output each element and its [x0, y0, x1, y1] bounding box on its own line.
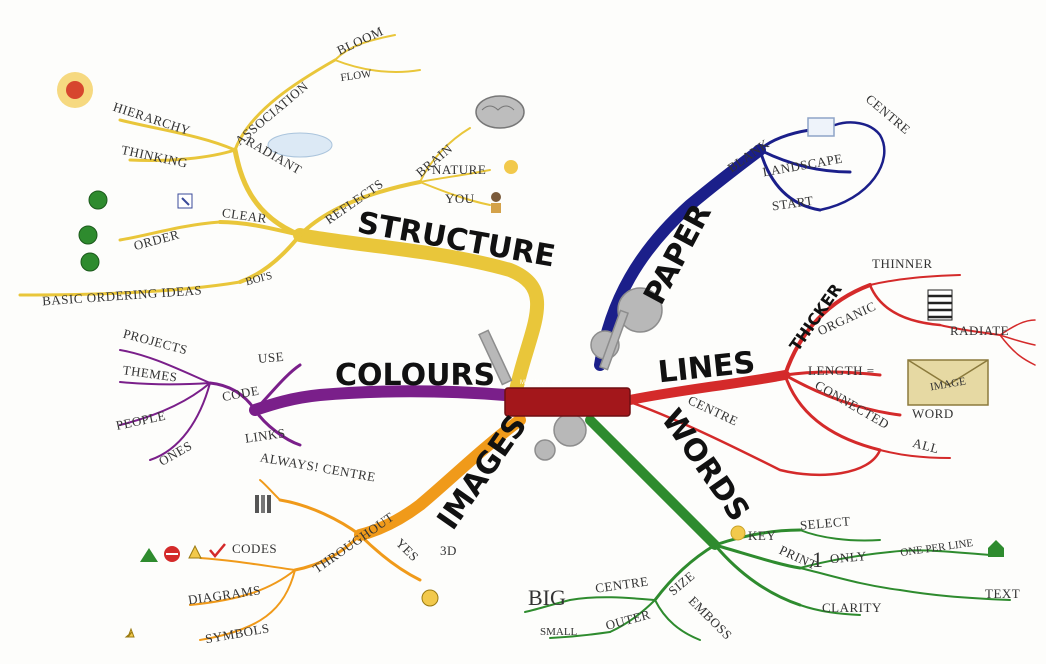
central-book — [504, 387, 631, 417]
smiley-icon — [421, 589, 439, 607]
label-one-per-line: ONE PER LINE — [900, 537, 975, 559]
label-diagrams: DIAGRAMS — [187, 582, 262, 607]
check-icon — [209, 543, 226, 558]
label-thinner: THINNER — [872, 256, 933, 271]
label-basic-ordering-ideas: BASIC ORDERING IDEAS — [42, 282, 203, 308]
branch-images — [189, 414, 526, 641]
label-select: SELECT — [799, 513, 851, 532]
label-throughout: THROUGHOUT — [310, 509, 397, 576]
label-bloom: BLOOM — [334, 23, 385, 57]
books-icon — [255, 495, 271, 513]
label-outer: OUTER — [604, 607, 652, 633]
warning-icon — [188, 544, 202, 559]
zebra-icon — [927, 289, 953, 321]
label-centre-words: CENTRE — [594, 573, 649, 595]
envelope-icon — [907, 359, 989, 406]
label-you: YOU — [445, 191, 475, 206]
central-title: Mind Map Laws — [520, 380, 562, 386]
label-small: SMALL — [540, 626, 578, 638]
branch-colours — [119, 349, 511, 461]
label-word: WORD — [912, 406, 954, 421]
label-symbols: SYMBOLS — [204, 620, 271, 646]
label-links: LINKS — [244, 425, 286, 446]
stop-icon — [164, 546, 180, 562]
cloud-icon — [267, 132, 333, 158]
label-nature: NATURE — [432, 162, 486, 177]
label-3d: 3D — [440, 543, 457, 558]
label-text: TEXT — [985, 586, 1020, 601]
label-bois: BOI'S — [244, 270, 273, 289]
label-clarity: CLARITY — [822, 600, 882, 615]
green-ball-icon — [78, 190, 108, 272]
label-order: ORDER — [132, 227, 181, 254]
label-length: LENGTH = — [808, 363, 875, 378]
label-codes: CODES — [232, 541, 277, 556]
label-radiate: RADIATE — [950, 323, 1009, 338]
house-icon — [988, 540, 1004, 557]
label-clear: CLEAR — [221, 205, 268, 226]
label-big: BIG — [528, 585, 566, 610]
star-icon — [124, 627, 135, 638]
sun-icon — [504, 160, 518, 174]
sun-flare-icon — [57, 72, 93, 108]
branch-structure — [18, 34, 545, 402]
label-code: CODE — [221, 383, 260, 404]
label-use: USE — [257, 349, 284, 366]
label-key: KEY — [748, 528, 776, 543]
label-one: 1 — [812, 547, 823, 572]
bulb-icon — [730, 525, 746, 541]
label-always-centre: ALWAYS! CENTRE — [259, 449, 377, 484]
branch-paper — [594, 121, 886, 371]
label-ones: ONES — [156, 438, 195, 469]
tree-icon — [140, 548, 158, 562]
label-connected: CONNECTED — [813, 377, 893, 432]
label-yes: YES — [393, 535, 422, 564]
pointer-icon — [177, 193, 193, 209]
label-people: PEOPLE — [115, 408, 168, 433]
central-image: Mind Map Laws — [478, 287, 663, 461]
heading-words: WORDS — [654, 403, 756, 528]
label-hierarchy: HIERARCHY — [111, 99, 192, 138]
label-start: START — [771, 193, 815, 214]
label-emboss: EMBOSS — [686, 593, 736, 643]
label-size: SIZE — [665, 568, 697, 598]
person-icon — [491, 192, 501, 213]
label-all: ALL — [911, 435, 941, 456]
label-flow: FLOW — [340, 68, 373, 84]
brain-icon — [475, 95, 525, 129]
screen-icon — [807, 117, 835, 137]
branch-lines — [625, 274, 1036, 476]
branch-words — [524, 415, 1011, 641]
label-centre-paper: CENTRE — [863, 91, 914, 137]
heading-images: IMAGES — [431, 409, 535, 536]
heading-colours: COLOURS — [335, 358, 495, 393]
label-only: ONLY — [829, 548, 867, 566]
label-thinking: THINKING — [120, 142, 189, 171]
